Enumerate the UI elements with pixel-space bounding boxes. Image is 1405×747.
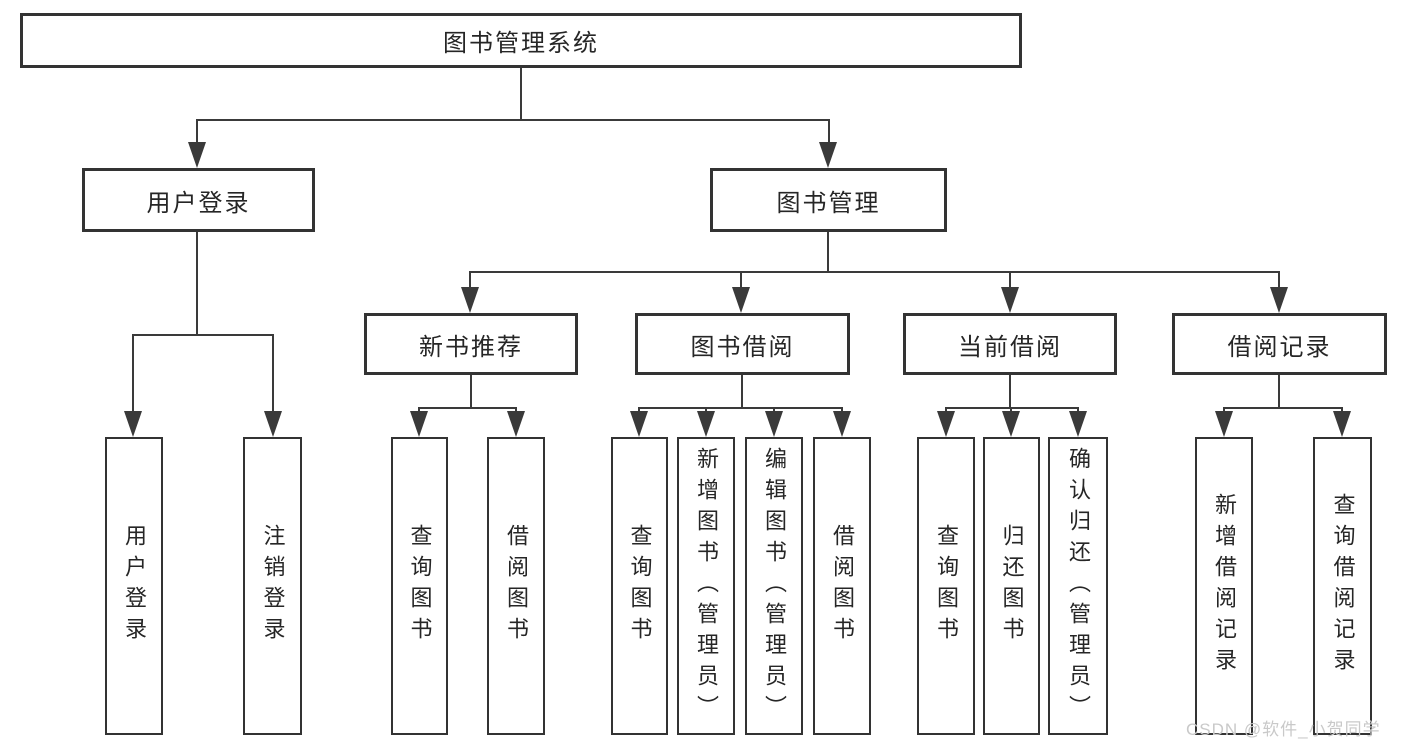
arrow-down-icon <box>1069 411 1087 437</box>
arrow-down-icon <box>507 411 525 437</box>
arrow-down-icon <box>732 287 750 313</box>
connector-line <box>196 119 198 147</box>
node-borrow-borrow-books: 借阅图书 <box>813 437 871 735</box>
node-borrow-add-books-admin: 新增图书（管理员） <box>677 437 735 735</box>
connector-line <box>469 271 1280 273</box>
arrow-down-icon <box>124 411 142 437</box>
connector-line <box>1009 271 1011 291</box>
connector-line <box>638 407 843 409</box>
connector-line <box>196 232 198 336</box>
node-book-borrow: 图书借阅 <box>635 313 850 375</box>
connector-line <box>945 407 1079 409</box>
arrow-down-icon <box>1001 287 1019 313</box>
node-recommend-query-books: 查询图书 <box>391 437 448 735</box>
connector-line <box>828 119 830 147</box>
node-logout-leaf: 注销登录 <box>243 437 302 735</box>
connector-line <box>740 271 742 291</box>
arrow-down-icon <box>1333 411 1351 437</box>
connector-line <box>469 271 471 291</box>
node-user-login-leaf: 用户登录 <box>105 437 163 735</box>
watermark: CSDN @软件_小贺同学 <box>1186 720 1381 739</box>
node-borrow-query-books: 查询图书 <box>611 437 668 735</box>
arrow-down-icon <box>410 411 428 437</box>
node-borrow-records: 借阅记录 <box>1172 313 1387 375</box>
node-user-login-branch: 用户登录 <box>82 168 315 232</box>
connector-line <box>1009 375 1011 409</box>
connector-line <box>418 407 517 409</box>
arrow-down-icon <box>188 142 206 168</box>
connector-line <box>470 375 472 409</box>
connector-line <box>196 119 830 121</box>
node-records-add-record: 新增借阅记录 <box>1195 437 1253 735</box>
node-new-book-recommend: 新书推荐 <box>364 313 578 375</box>
arrow-down-icon <box>697 411 715 437</box>
arrow-down-icon <box>461 287 479 313</box>
node-current-confirm-return-admin: 确认归还（管理员） <box>1048 437 1108 735</box>
connector-line <box>741 375 743 409</box>
node-current-return-books: 归还图书 <box>983 437 1040 735</box>
node-current-query-books: 查询图书 <box>917 437 975 735</box>
connector-line <box>132 334 134 414</box>
connector-line <box>827 232 829 273</box>
arrow-down-icon <box>765 411 783 437</box>
node-records-query-record: 查询借阅记录 <box>1313 437 1372 735</box>
arrow-down-icon <box>1270 287 1288 313</box>
node-book-management: 图书管理 <box>710 168 947 232</box>
arrow-down-icon <box>819 142 837 168</box>
arrow-down-icon <box>937 411 955 437</box>
arrow-down-icon <box>1215 411 1233 437</box>
node-library-system: 图书管理系统 <box>20 13 1022 68</box>
connector-line <box>1223 407 1343 409</box>
arrow-down-icon <box>264 411 282 437</box>
node-current-borrow: 当前借阅 <box>903 313 1117 375</box>
connector-line <box>272 334 274 414</box>
node-borrow-edit-books-admin: 编辑图书（管理员） <box>745 437 803 735</box>
connector-line <box>1278 271 1280 291</box>
node-recommend-borrow-books: 借阅图书 <box>487 437 545 735</box>
connector-line <box>520 68 522 121</box>
arrow-down-icon <box>630 411 648 437</box>
arrow-down-icon <box>833 411 851 437</box>
connector-line <box>1278 375 1280 409</box>
arrow-down-icon <box>1002 411 1020 437</box>
connector-line <box>132 334 274 336</box>
